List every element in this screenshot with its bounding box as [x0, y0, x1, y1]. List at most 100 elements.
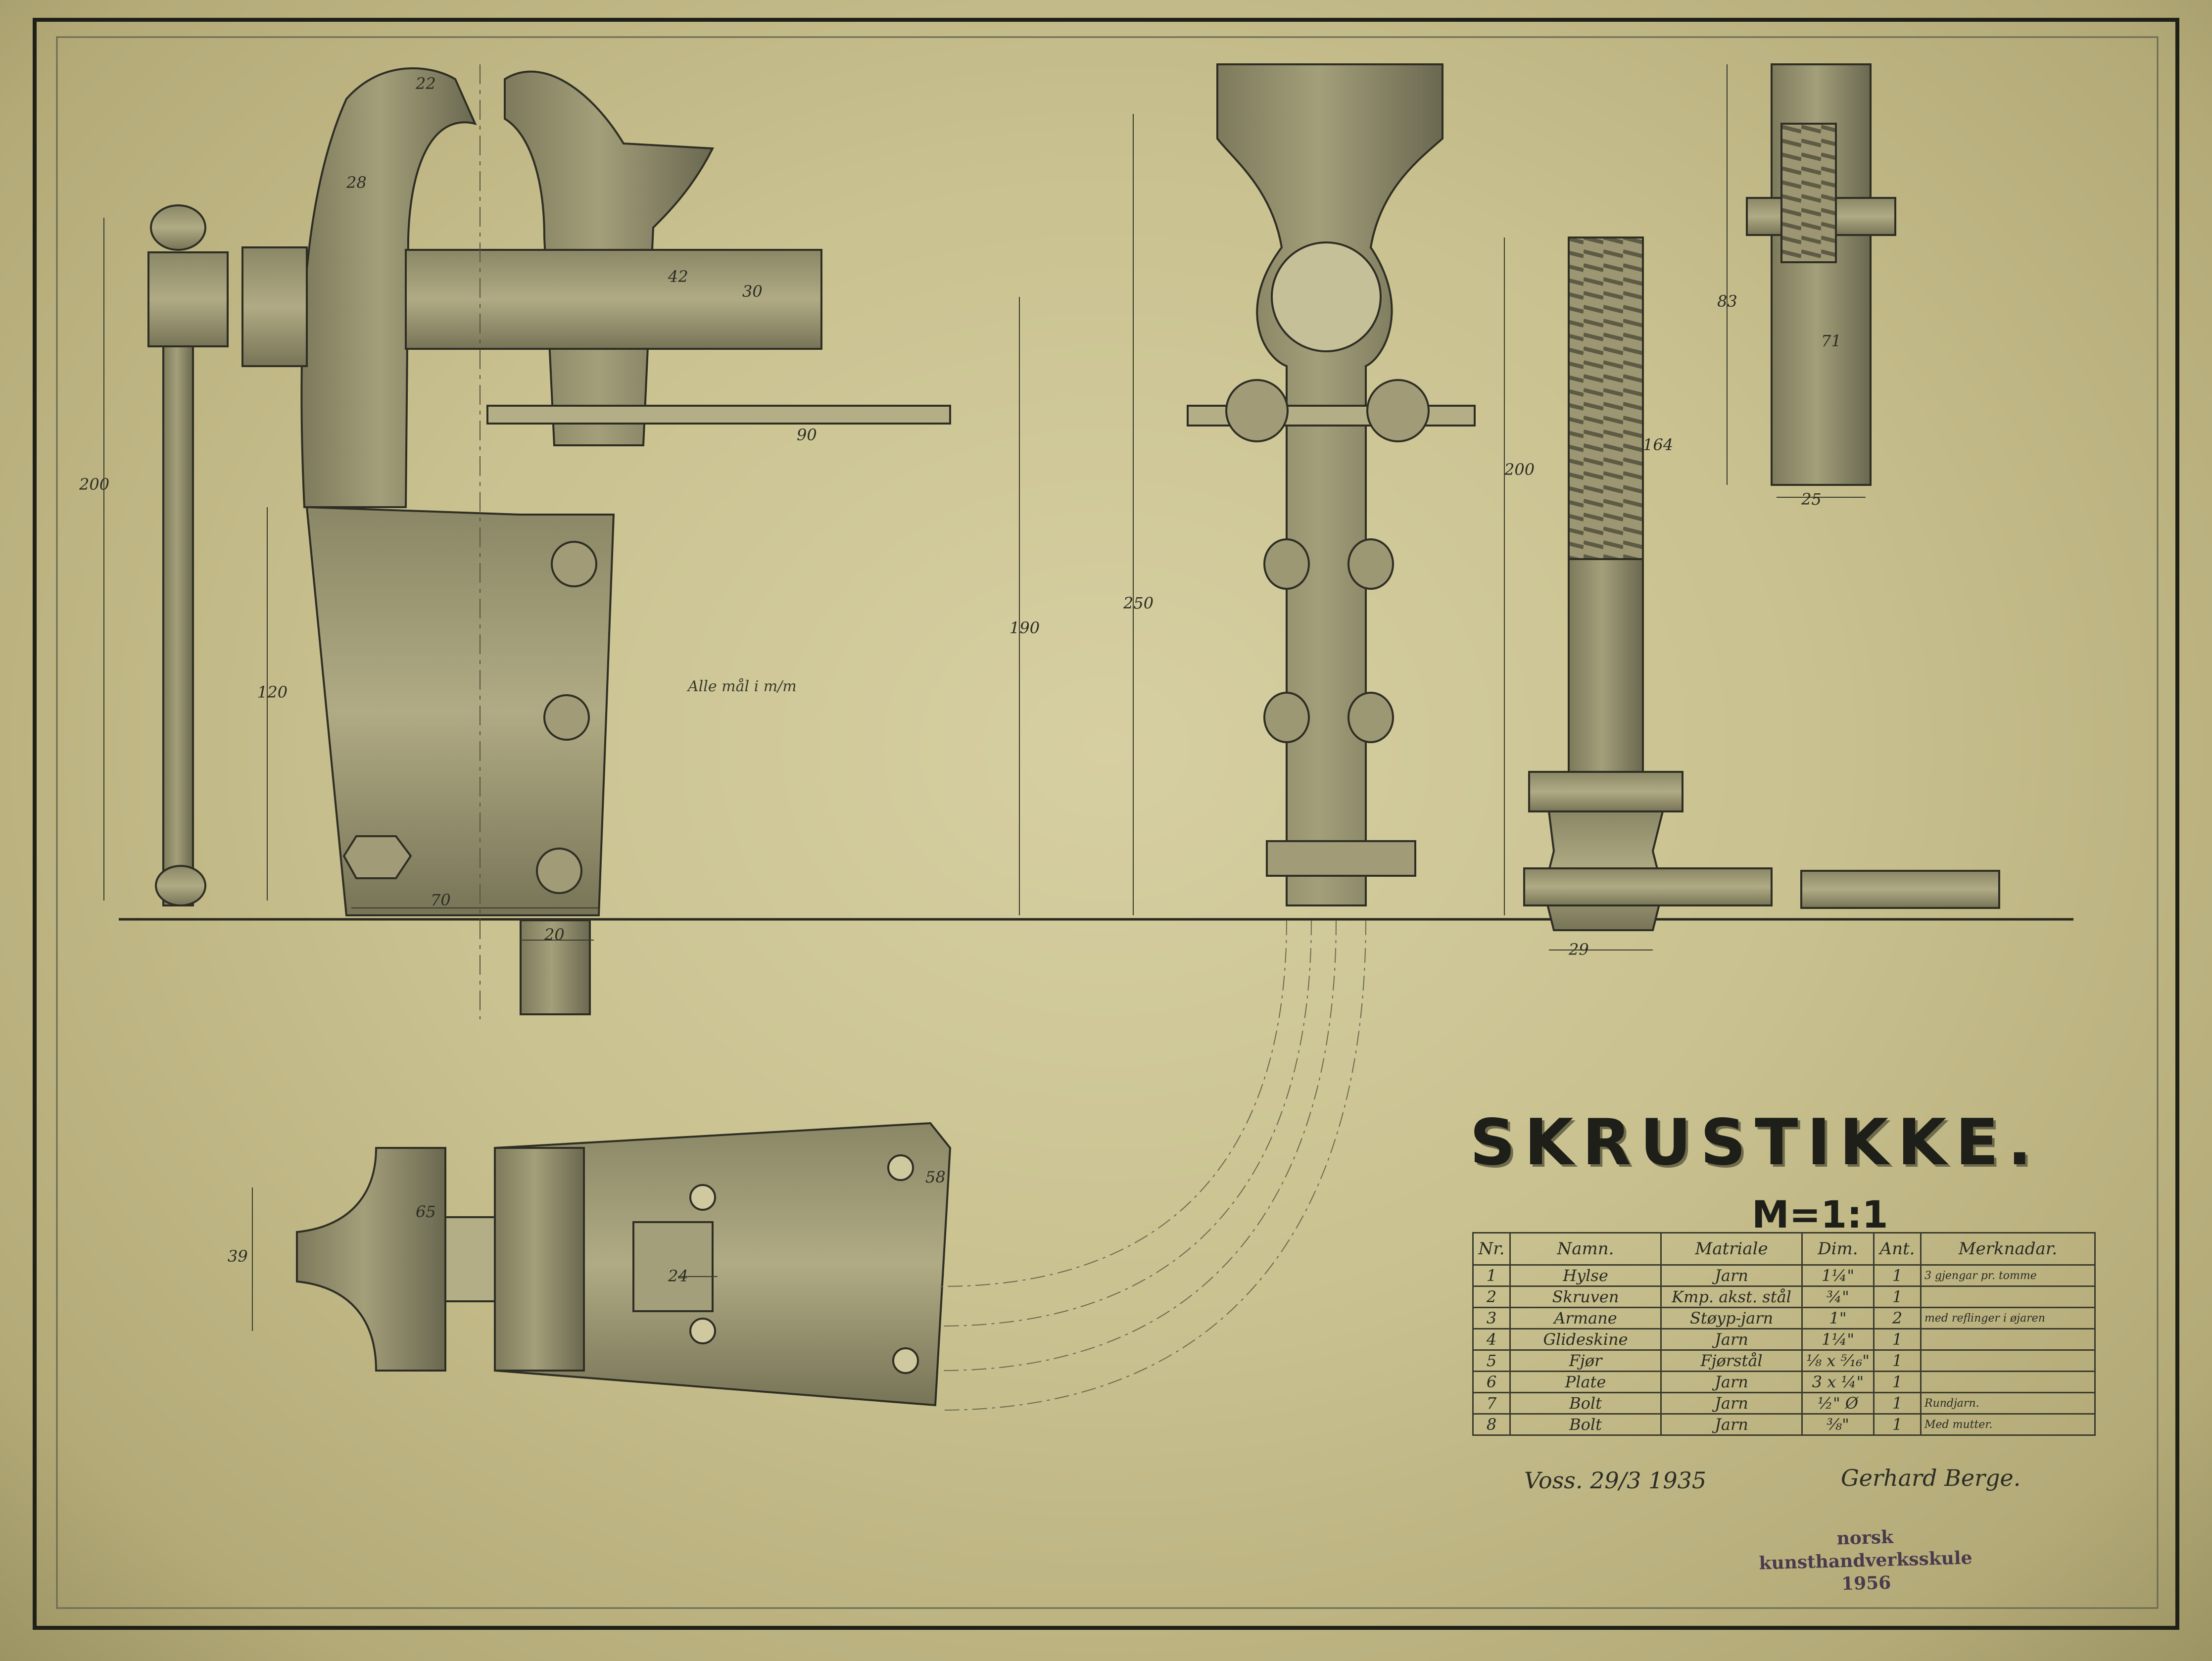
cell-ant: 2 [1873, 1307, 1922, 1329]
dim-label: 164 [1643, 435, 1674, 454]
cell-nr: 1 [1472, 1264, 1511, 1287]
cell-namn: Hylse [1509, 1264, 1662, 1287]
cell-dim: ½" Ø [1801, 1392, 1875, 1415]
cell-ant: 1 [1873, 1264, 1922, 1287]
cell-merknad: Rundjarn. [1920, 1392, 2096, 1415]
dim-label: 250 [1123, 594, 1154, 613]
cell-matriale: Kmp. akst. stål [1660, 1285, 1803, 1308]
place-date: Voss. 29/3 1935 [1524, 1467, 1707, 1494]
cell-dim: ⅜" [1801, 1413, 1875, 1436]
stamp-line-1: norsk kunsthandverksskule [1759, 1526, 1972, 1574]
dim-label: 190 [1010, 618, 1040, 637]
cell-merknad: med reflinger i øjaren [1920, 1307, 2096, 1329]
rivet [1263, 538, 1310, 590]
screw-view [1523, 237, 2000, 931]
side-nut-right [1366, 379, 1430, 442]
dim-label: 30 [742, 282, 763, 301]
school-stamp: norsk kunsthandverksskule 1956 [1736, 1523, 1995, 1598]
rivet [1347, 538, 1394, 590]
cell-merknad [1920, 1328, 2096, 1351]
plan-view [296, 1122, 952, 1407]
cell-dim: ⅛ x ⁵⁄₁₆" [1801, 1349, 1875, 1372]
bolt-head [536, 848, 582, 894]
handle-knob-bottom [155, 865, 206, 906]
dim-label: 25 [1801, 490, 1822, 509]
col-header-dim: Dim. [1801, 1232, 1875, 1266]
cell-matriale: Støyp-jarn [1660, 1307, 1803, 1329]
side-view-body [1216, 63, 1443, 906]
dim-label: 90 [797, 426, 817, 444]
projection-arcs [940, 920, 1366, 1411]
parts-table: Nr. Namn. Matriale Dim. Ant. Merknadar. … [1472, 1232, 2096, 1436]
cell-ant: 1 [1873, 1349, 1922, 1372]
plan-hole [892, 1347, 919, 1374]
col-header-matriale: Matriale [1660, 1232, 1803, 1266]
signature: Gerhard Berge. [1841, 1465, 2021, 1491]
dim-label: 71 [1821, 332, 1841, 350]
nut [342, 835, 412, 879]
drawing-title: SKRUSTIKKE. [1470, 1106, 2041, 1180]
cell-ant: 1 [1873, 1413, 1922, 1436]
cell-namn: Bolt [1509, 1413, 1662, 1436]
dim-label: 83 [1717, 292, 1737, 311]
cell-namn: Glideskine [1509, 1328, 1662, 1351]
cell-matriale: Fjørstål [1660, 1349, 1803, 1372]
drawing-scale: M=1:1 [1752, 1192, 1888, 1236]
bolt-head [543, 694, 590, 741]
cell-dim: ¾" [1801, 1285, 1875, 1308]
rivet [1347, 692, 1394, 743]
handle-block [147, 251, 229, 347]
cell-namn: Skruven [1509, 1285, 1662, 1308]
dim-label: 70 [431, 891, 451, 909]
cell-matriale: Jarn [1660, 1328, 1803, 1351]
sheet-frame [33, 18, 2179, 1630]
cell-merknad: 3 gjengar pr. tomme [1920, 1264, 2096, 1287]
dim-label: 58 [925, 1168, 946, 1186]
units-note: Alle mål i m/m [688, 678, 797, 695]
col-header-namn: Namn. [1509, 1232, 1662, 1266]
cell-nr: 4 [1472, 1328, 1511, 1351]
cell-ant: 1 [1873, 1371, 1922, 1393]
spring-bar [486, 405, 951, 425]
cell-merknad [1920, 1371, 2096, 1393]
cell-matriale: Jarn [1660, 1371, 1803, 1393]
plan-jaw-right [494, 1147, 585, 1372]
spindle [405, 249, 822, 350]
cell-nr: 2 [1472, 1285, 1511, 1308]
cell-dim: 1" [1801, 1307, 1875, 1329]
screw-handle-left [1523, 867, 1773, 906]
cell-nr: 6 [1472, 1371, 1511, 1393]
dim-label: 120 [257, 683, 288, 702]
side-view [1187, 63, 1476, 906]
plan-hole [689, 1184, 716, 1211]
dimension-lines [103, 64, 1866, 1331]
dim-label: 200 [1504, 460, 1535, 479]
screw-handle-right [1800, 870, 2000, 909]
cell-merknad: Med mutter. [1920, 1413, 2096, 1436]
vise-body-lower [305, 506, 615, 916]
hub [241, 246, 308, 367]
cell-matriale: Jarn [1660, 1264, 1803, 1287]
cell-namn: Bolt [1509, 1392, 1662, 1415]
screw-collar [1528, 771, 1683, 812]
screw-thread [1568, 237, 1644, 560]
sleeve-section [1746, 63, 1896, 486]
plan-block [632, 1221, 714, 1312]
cell-dim: 1¼" [1801, 1328, 1875, 1351]
cell-dim: 1¼" [1801, 1264, 1875, 1287]
cell-namn: Armane [1509, 1307, 1662, 1329]
dim-label: 39 [228, 1247, 248, 1266]
cell-ant: 1 [1873, 1285, 1922, 1308]
cell-nr: 3 [1472, 1307, 1511, 1329]
parts-table-header: Nr. Namn. Matriale Dim. Ant. Merknadar. [1472, 1232, 2096, 1266]
dim-label: 200 [79, 475, 110, 494]
cell-namn: Fjør [1509, 1349, 1662, 1372]
